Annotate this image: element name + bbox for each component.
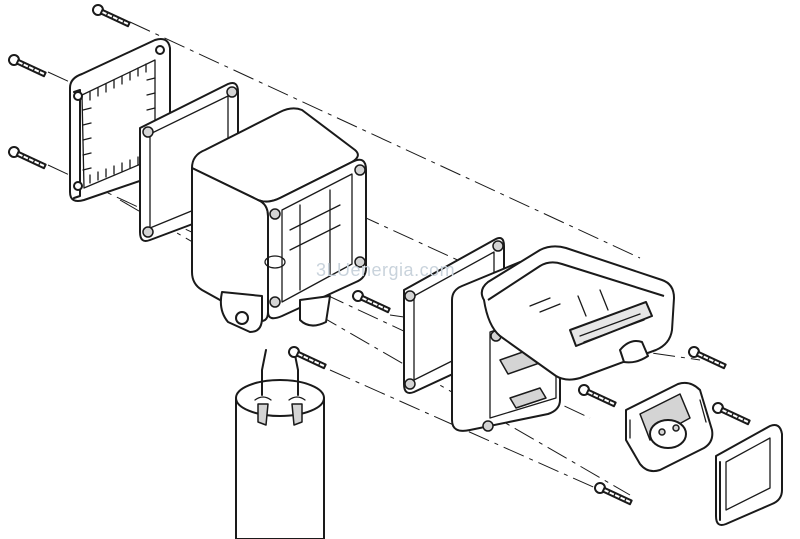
front-frame [715,424,783,526]
screw-1 [92,4,131,28]
screw-5 [288,346,327,370]
screw-2 [8,54,47,78]
screw-3 [8,146,47,170]
screw-9 [594,482,633,506]
watermark-text: 3LUenergia.com [316,260,455,280]
screw-6 [578,384,617,408]
screw-4 [352,290,391,314]
screw-8 [712,402,751,426]
junction-box [191,107,367,333]
hinged-cover [480,245,675,381]
mounting-pole [235,349,325,539]
screw-7 [688,346,727,370]
socket-insert [625,381,714,473]
screws [8,4,751,506]
